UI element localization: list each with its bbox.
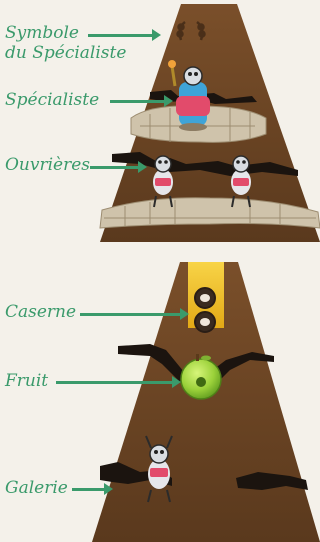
worker-ant-icon: [153, 155, 173, 208]
arrow-specialist-symbol: [88, 29, 161, 41]
label-gallery: Galerie: [5, 478, 68, 498]
tunnel: [118, 344, 274, 386]
worker-ant-icon: [231, 155, 251, 208]
fruit-icon: [180, 354, 222, 400]
tunnel: [112, 152, 298, 176]
arrow-gallery: [72, 483, 113, 495]
egg-icon: [194, 287, 216, 309]
specialist-ant-icon: [168, 60, 210, 131]
label-fruit: Fruit: [5, 371, 49, 391]
label-specialist: Spécialiste: [5, 90, 100, 110]
specialist-tile: [99, 4, 320, 242]
label-workers: Ouvrières: [5, 155, 91, 175]
label-barracks: Caserne: [5, 302, 77, 322]
arrow-specialist: [110, 95, 173, 107]
label-specialist-symbol: Symbole du Spécialiste: [5, 23, 126, 63]
tunnel: [236, 472, 308, 490]
label-specialist-symbol-line1: Symbole: [5, 23, 79, 43]
laurel-icon: [176, 21, 206, 41]
arrow-fruit: [56, 376, 181, 388]
egg-icon: [194, 311, 216, 333]
label-specialist-symbol-line2: du Spécialiste: [5, 43, 127, 63]
fruit-tile: [92, 262, 320, 542]
arrow-workers: [90, 161, 147, 173]
soldier-ant-icon: [145, 435, 173, 503]
arrow-barracks: [80, 308, 189, 320]
